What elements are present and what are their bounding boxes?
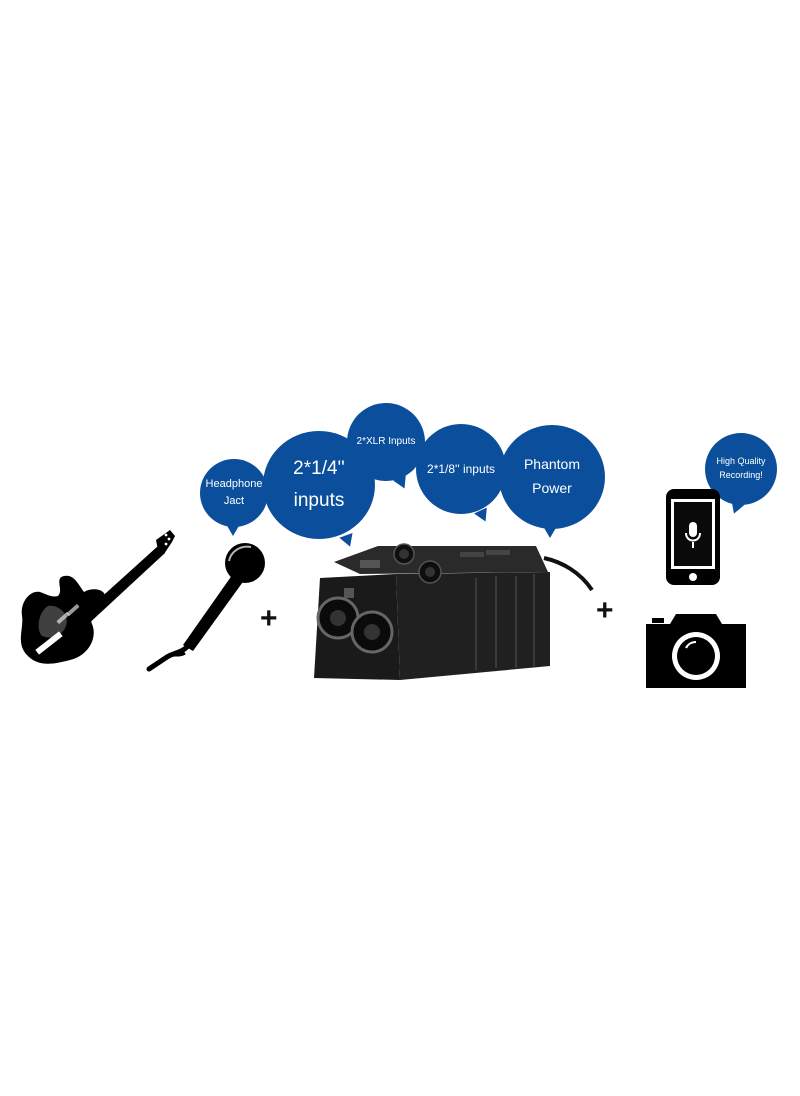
- electric-guitar-icon: [20, 530, 175, 664]
- bubble-tail: [393, 474, 411, 492]
- bubble-tail: [727, 499, 745, 517]
- bubble-tail: [543, 526, 557, 538]
- bubble-headphone-line2: Jact: [223, 495, 245, 507]
- audio-adapter-device: [314, 543, 594, 680]
- bubble-headphone-jack: Headphone Jact: [200, 459, 268, 536]
- bubble-tail: [226, 524, 240, 536]
- bubble-phantom-line1: Phantom: [523, 456, 581, 473]
- plus-sign-left: +: [260, 602, 278, 635]
- bubble-xlr-inputs: 2*XLR Inputs: [347, 403, 425, 492]
- volume-knob: [418, 560, 442, 584]
- bubble-eighth-text: 2*1/8'' inputs: [427, 461, 495, 476]
- bubble-eighth-inch-inputs: 2*1/8'' inputs: [416, 424, 506, 525]
- plus-sign-right: +: [596, 594, 614, 627]
- bubble-hq-line1: High Quality: [716, 456, 766, 467]
- bubble-quarter-line1: 2*1/4'': [293, 457, 345, 479]
- bubble-phantom-power: Phantom Power: [499, 425, 605, 538]
- bubble-xlr-text: 2*XLR Inputs: [356, 436, 416, 448]
- bubble-hq-line2: Recording!: [719, 470, 763, 480]
- bubble-tail: [474, 507, 492, 525]
- bubble-phantom-line2: Power: [532, 480, 572, 496]
- gain-knob: [393, 543, 415, 565]
- handheld-microphone-icon: [146, 543, 265, 672]
- camera-icon: [646, 614, 746, 688]
- bubble-headphone-line1: Headphone: [205, 477, 263, 490]
- xlr-combo-jack-2: [350, 610, 394, 654]
- smartphone-mic-icon: [666, 489, 720, 585]
- bubble-quarter-line2: inputs: [293, 490, 345, 511]
